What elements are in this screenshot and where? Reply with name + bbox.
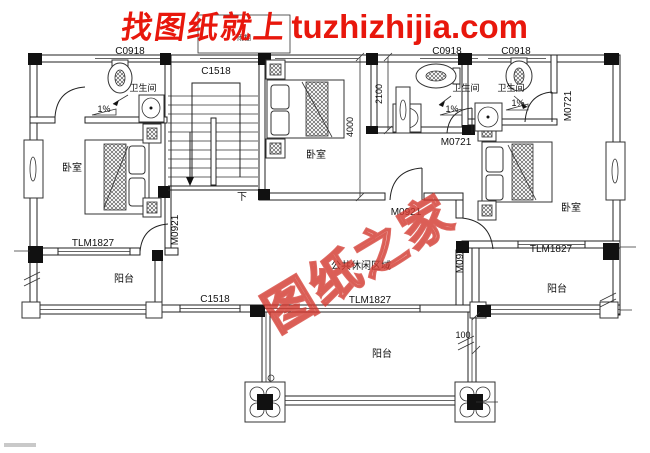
- leisure-area-label: 公共休闲区域: [331, 259, 391, 272]
- bed-center: [266, 79, 345, 139]
- window-code-c1518-bottom: C1518: [200, 294, 230, 305]
- slope-symbols: [91, 94, 529, 116]
- ornate-column-left: [244, 381, 286, 423]
- door-code-m0721-center: M0721: [441, 137, 472, 148]
- canopy-outline: [197, 14, 291, 54]
- balcony-label-left: 阳台: [114, 272, 134, 285]
- bed-left: [84, 139, 150, 215]
- scale-mark: [4, 443, 36, 447]
- window-code-c0918-mid: C0918: [432, 46, 462, 57]
- sink-left: [138, 94, 165, 123]
- windows: [23, 58, 626, 313]
- window-code-c0918-left: C0918: [115, 46, 145, 57]
- structural-columns: [28, 53, 619, 317]
- balcony-label-right: 阳台: [547, 282, 567, 295]
- slope-label-right: 1%: [511, 98, 524, 108]
- toilet-right: [505, 57, 533, 92]
- bathroom-cabinet: [395, 86, 411, 134]
- bedroom-label-center: 卧室: [306, 148, 326, 161]
- sink-right: [474, 102, 503, 132]
- bathroom-label-center-right: 卫生间: [452, 82, 479, 93]
- stair-down-label: 下: [237, 192, 247, 203]
- labels: C0918 C0918 C0918 雨棚 C1518 卫生间 1% 卧室 M09…: [62, 33, 581, 360]
- door-code-m0921-center: M0921: [391, 207, 422, 218]
- balcony-label-bottom: 阳台: [372, 347, 392, 360]
- slope-label-left: 1%: [97, 104, 110, 114]
- door-code-m0921-right: M0921: [455, 242, 466, 273]
- watermark-slogan: 找图纸就上: [119, 10, 290, 45]
- dim-100: 100: [455, 330, 470, 340]
- toilet-center-right: [415, 63, 461, 89]
- door-code-m0721-right: M0721: [563, 90, 574, 121]
- canopy-label: 雨棚: [237, 33, 251, 42]
- toilet-left: [107, 59, 133, 94]
- watermark-banner: 找图纸就上 tuzhizhijia.com: [119, 2, 528, 47]
- slope-label-center-right: 1%: [445, 104, 458, 114]
- bedroom-label-right: 卧室: [561, 201, 581, 214]
- bathroom-label-left: 卫生间: [129, 82, 156, 93]
- window-code-c1518-stair: C1518: [201, 66, 231, 77]
- window-code-c0918-right: C0918: [501, 46, 531, 57]
- bedroom-label-left: 卧室: [62, 161, 82, 174]
- dim-2100: 2100: [374, 84, 384, 104]
- staircase: [168, 82, 258, 191]
- door-code-tlm1827-center: TLM1827: [349, 295, 392, 306]
- dimension-lines: [14, 52, 636, 403]
- door-code-tlm1827-left: TLM1827: [72, 238, 115, 249]
- door-code-m0921-left: M0921: [170, 214, 181, 245]
- bathroom-label-right: 卫生间: [497, 82, 524, 93]
- door-code-tlm1827-right: TLM1827: [530, 244, 573, 255]
- watermark-site-url: tuzhizhijia.com: [291, 8, 528, 45]
- dim-4000: 4000: [345, 117, 355, 137]
- bed-right: [481, 141, 553, 203]
